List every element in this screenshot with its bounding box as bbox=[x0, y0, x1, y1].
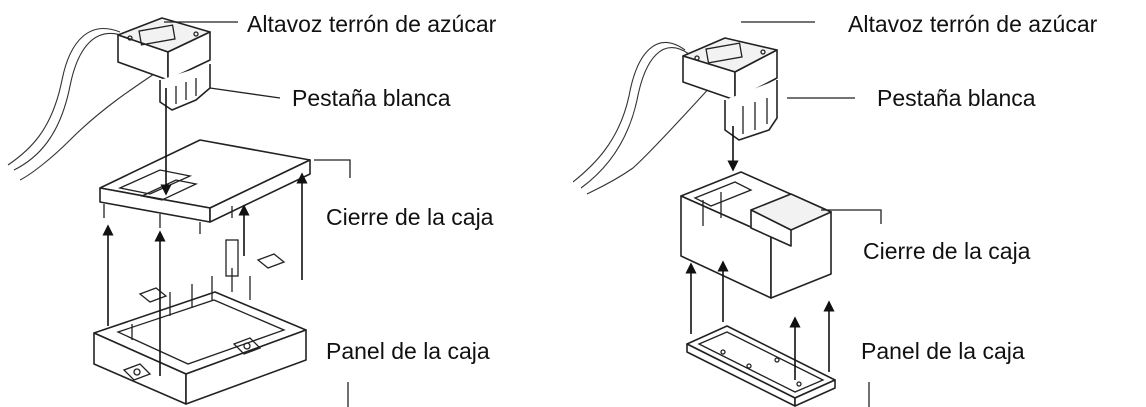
right-assembly-drawing bbox=[573, 21, 882, 407]
leader-line bbox=[314, 159, 351, 178]
speaker-wire bbox=[19, 69, 161, 181]
left-assembly-diagram: Altavoz terrón de azúcar Pestaña blanca … bbox=[7, 11, 497, 407]
right-assembly-diagram: Altavoz terrón de azúcar Pestaña blanca … bbox=[573, 0, 1146, 407]
speaker-wire bbox=[586, 83, 714, 195]
speaker-label: Altavoz terrón de azúcar bbox=[247, 11, 497, 37]
speaker-wire bbox=[7, 28, 121, 166]
white-tab bbox=[159, 64, 211, 111]
cover-label: Cierre de la caja bbox=[326, 204, 494, 230]
case-panel bbox=[686, 325, 836, 407]
case-panel bbox=[93, 239, 307, 405]
case-cover bbox=[680, 171, 832, 299]
panel-label: Panel de la caja bbox=[326, 338, 490, 364]
sugar-cube-speaker bbox=[682, 37, 778, 101]
speaker-label: Altavoz terrón de azúcar bbox=[848, 11, 1098, 37]
leader-line bbox=[821, 209, 882, 224]
tab-label: Pestaña blanca bbox=[292, 85, 451, 111]
white-tab bbox=[724, 80, 778, 141]
speaker-wire bbox=[573, 42, 686, 183]
panel-label: Panel de la caja bbox=[861, 338, 1025, 364]
cover-label: Cierre de la caja bbox=[863, 238, 1031, 264]
speaker-wire bbox=[580, 47, 690, 189]
speaker-wire bbox=[13, 32, 125, 171]
sugar-cube-speaker bbox=[117, 17, 211, 81]
leader-line bbox=[209, 87, 281, 99]
left-assembly-drawing bbox=[7, 17, 351, 407]
case-cover bbox=[99, 139, 311, 234]
tab-label: Pestaña blanca bbox=[877, 85, 1036, 111]
